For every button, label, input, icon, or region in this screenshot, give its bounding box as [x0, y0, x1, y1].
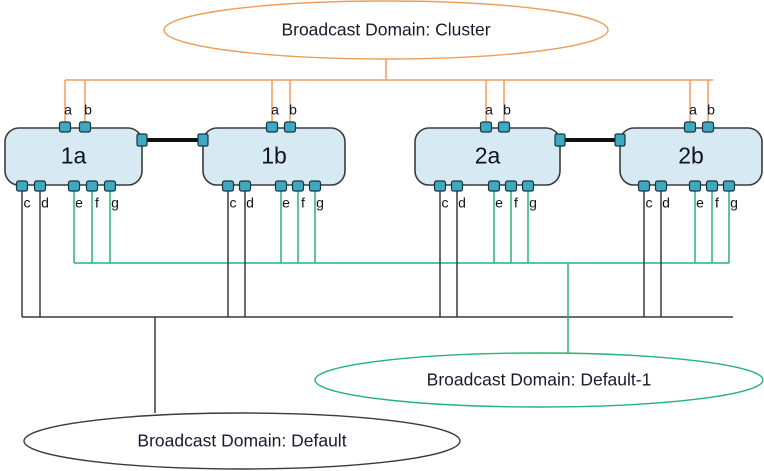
node-2a-port-b-label: b [503, 102, 511, 118]
node-1a-port-d[interactable] [33, 180, 47, 192]
node-1b-port-g-label: g [316, 195, 324, 211]
node-2a-port-d[interactable] [450, 180, 464, 192]
node-1a-port-f[interactable] [85, 180, 99, 192]
node-1b-port-d[interactable] [238, 180, 252, 192]
node-1b-port-a[interactable] [265, 121, 279, 133]
node-2a-port-g[interactable] [521, 180, 535, 192]
node-2a-port-e[interactable] [487, 180, 501, 192]
node-1b-port-b[interactable] [283, 121, 297, 133]
node-1b-port-b-label: b [289, 102, 297, 118]
node-1b-label: 1b [261, 143, 287, 169]
node-2b-port-e[interactable] [688, 180, 702, 192]
node-2b-port-a-label: a [689, 102, 697, 118]
node-1a-port-e[interactable] [67, 180, 81, 192]
node-1a-port-d-label: d [41, 195, 49, 211]
node-2b-port-f[interactable] [705, 180, 719, 192]
node-1a-ha-port[interactable] [136, 133, 148, 147]
node-1a-port-a-label: a [64, 102, 72, 118]
node-1a-label: 1a [61, 143, 87, 169]
node-2b-label: 2b [678, 143, 704, 169]
node-2b-port-c[interactable] [637, 180, 651, 192]
node-1a-port-g[interactable] [103, 180, 117, 192]
node-2b-port-g[interactable] [722, 180, 736, 192]
node-2a-port-b[interactable] [497, 121, 511, 133]
node-2a-port-f-label: f [514, 195, 518, 211]
node-1b-port-a-label: a [271, 102, 279, 118]
domain-cluster-label: Broadcast Domain: Cluster [281, 20, 490, 40]
domain-default-ellipse[interactable] [23, 412, 461, 470]
node-2a-port-e-label: e [495, 195, 503, 211]
node-2a-port-d-label: d [458, 195, 466, 211]
node-1b-port-c-label: c [230, 195, 237, 211]
node-1b-port-f[interactable] [291, 180, 305, 192]
node-1b-port-g[interactable] [308, 180, 322, 192]
wire-layer [21, 59, 733, 413]
node-2a-port-g-label: g [529, 195, 537, 211]
node-1b-port-c[interactable] [221, 180, 235, 192]
node-2b-port-c-label: c [646, 195, 653, 211]
node-2b-port-g-label: g [730, 195, 738, 211]
node-2b-port-f-label: f [715, 195, 719, 211]
node-2a-port-f[interactable] [504, 180, 518, 192]
node-2b-port-e-label: e [696, 195, 704, 211]
domain-default-1[interactable]: Broadcast Domain: Default-1 [314, 352, 764, 408]
domain-cluster-ellipse[interactable] [163, 0, 609, 60]
domain-default-1-ellipse[interactable] [314, 352, 764, 408]
node-2a-label: 2a [475, 143, 501, 169]
node-2b-port-d-label: d [662, 195, 670, 211]
node-1a-port-f-label: f [95, 195, 99, 211]
domain-cluster[interactable]: Broadcast Domain: Cluster [163, 0, 609, 60]
node-2a-port-a-label: a [485, 102, 493, 118]
node-1a-port-e-label: e [75, 195, 83, 211]
node-2a-port-c-label: c [442, 195, 449, 211]
node-1b-ha-port[interactable] [197, 133, 209, 147]
node-1b-port-d-label: d [246, 195, 254, 211]
node-2a-port-a[interactable] [479, 121, 493, 133]
node-1b-port-e[interactable] [274, 180, 288, 192]
node-2b-port-d[interactable] [654, 180, 668, 192]
domain-default-1-label: Broadcast Domain: Default-1 [427, 370, 652, 390]
node-2b-port-b[interactable] [701, 121, 715, 133]
node-1a-port-b-label: b [84, 102, 92, 118]
node-2a-port-c[interactable] [433, 180, 447, 192]
node-1a-port-c-label: c [24, 195, 31, 211]
node-2b-ha-port[interactable] [614, 133, 626, 147]
domain-default[interactable]: Broadcast Domain: Default [23, 412, 461, 470]
node-2a-ha-port[interactable] [554, 133, 566, 147]
node-1b-port-e-label: e [282, 195, 290, 211]
node-1a-port-c[interactable] [15, 180, 29, 192]
node-1b-port-f-label: f [301, 195, 305, 211]
node-1a-port-b[interactable] [78, 121, 92, 133]
node-2b-port-a[interactable] [683, 121, 697, 133]
node-2b-port-b-label: b [707, 102, 715, 118]
domain-default-label: Broadcast Domain: Default [137, 431, 346, 451]
node-1a-port-a[interactable] [58, 121, 72, 133]
node-1a-port-g-label: g [111, 195, 119, 211]
